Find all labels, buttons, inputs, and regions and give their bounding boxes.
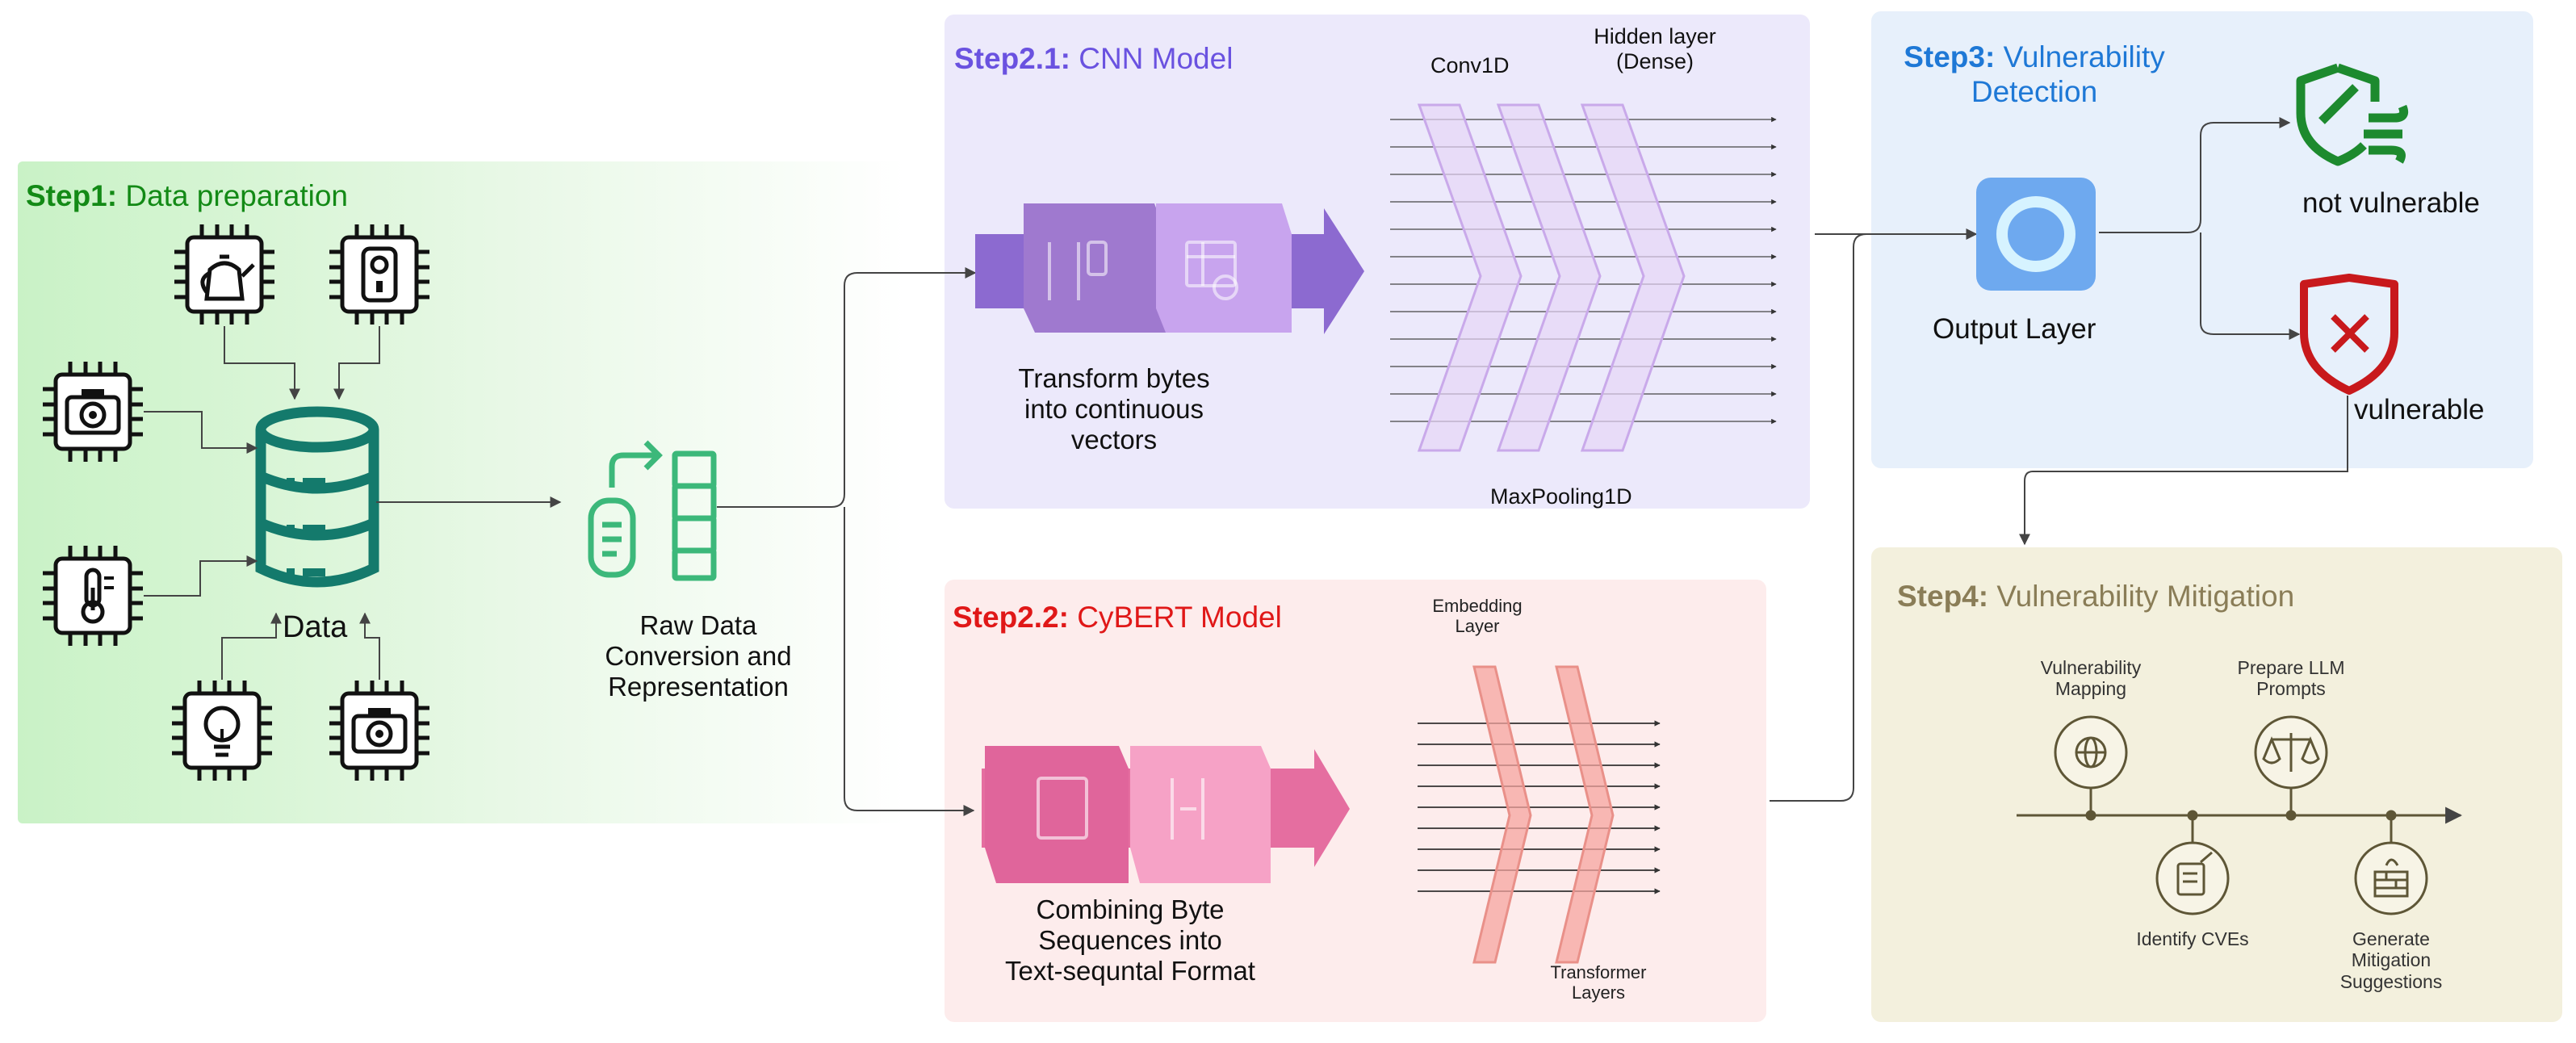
- vulnerable-label: vulnerable: [2354, 394, 2485, 425]
- step3-to-step4-connector: [2019, 396, 2348, 546]
- cybert-to-output-connector: [1770, 228, 1978, 802]
- cnn-desc-line2: into continuous: [1024, 393, 1204, 424]
- output-layer-icon: [1976, 178, 2096, 291]
- lightbulb-device-icon: [172, 681, 272, 781]
- camera-to-db-connector: [144, 411, 258, 454]
- output-to-vuln-connector: [2200, 232, 2301, 340]
- m2-line2: Prompts: [2256, 678, 2326, 700]
- step4-title: Vulnerability Mitigation: [1996, 580, 2295, 613]
- mitigation-cves-label: Identify CVEs: [2136, 928, 2249, 949]
- not-vulnerable-label: not vulnerable: [2302, 187, 2480, 219]
- cnn-embedding-arrow: [975, 203, 1364, 334]
- m4-line1: Generate: [2352, 928, 2430, 949]
- output-to-notvuln-connector: [2099, 117, 2291, 233]
- raw-data-label: Raw Data Conversion and Representation: [565, 610, 831, 702]
- step22-title: CyBERT Model: [1077, 601, 1282, 634]
- document-search-icon: [2155, 841, 2230, 915]
- cnn-desc-line1: Transform bytes: [1018, 363, 1210, 393]
- thermo-to-db-connector: [144, 555, 258, 597]
- step21-title: CNN Model: [1079, 42, 1234, 75]
- firewall-icon: [2354, 841, 2428, 915]
- conv1d-label: Conv1D: [1430, 53, 1510, 77]
- hidden-line1: Hidden layer: [1594, 24, 1716, 48]
- transformer-label: Transformer Layers: [1534, 962, 1663, 1003]
- cybert-layer-diagram: [1418, 665, 1661, 964]
- emb-line2: Layer: [1455, 616, 1500, 637]
- camera-device-icon: [43, 362, 143, 462]
- step4-step-label: Step4:: [1897, 580, 1989, 613]
- mitigation-suggestions-label: Generate Mitigation Suggestions: [2318, 928, 2464, 992]
- step3-heading: Step3: Vulnerability Detection: [1881, 40, 2188, 109]
- mitigation-mapping-label: Vulnerability Mapping: [2018, 657, 2163, 700]
- m1-line1: Vulnerability: [2040, 657, 2142, 678]
- scales-icon: [2254, 715, 2328, 790]
- output-layer-label: Output Layer: [1933, 313, 2096, 345]
- transformer-layer: [1555, 665, 1615, 964]
- trans-line2: Layers: [1571, 982, 1626, 1003]
- conv1d-layer: [1417, 103, 1523, 452]
- m2-line1: Prepare LLM: [2237, 657, 2345, 678]
- raw-to-steps-connector: [717, 267, 977, 508]
- step3-panel: [1871, 11, 2533, 468]
- doorbell-device-icon: [329, 224, 429, 325]
- m1-line2: Mapping: [2055, 678, 2127, 700]
- step1-step-label: Step1:: [26, 179, 118, 212]
- step21-heading: Step2.1: CNN Model: [954, 42, 1233, 77]
- maxpool-label: MaxPooling1D: [1490, 484, 1632, 509]
- database-icon: [255, 406, 379, 588]
- step3-title-line1: Vulnerability: [2003, 40, 2165, 73]
- step22-step-label: Step2.2:: [953, 601, 1069, 634]
- doorbell-to-db-connector: [333, 326, 380, 400]
- cnn-description: Transform bytes into continuous vectors: [969, 363, 1259, 455]
- hidden-layer-label: Hidden layer (Dense): [1574, 24, 1736, 74]
- step4-heading: Step4: Vulnerability Mitigation: [1897, 580, 2294, 614]
- kettle-to-db-connector: [224, 326, 300, 400]
- mitigation-timeline: [2017, 788, 2463, 843]
- step22-heading: Step2.2: CyBERT Model: [953, 601, 1282, 635]
- raw-line3: Representation: [608, 671, 789, 702]
- cnn-layer-diagram: [1390, 103, 1777, 452]
- m4-line3: Suggestions: [2339, 970, 2443, 992]
- thermometer-device-icon: [43, 546, 143, 646]
- raw-line2: Conversion and: [605, 640, 792, 671]
- raw-line1: Raw Data: [639, 610, 757, 640]
- shield-check-icon: [2296, 63, 2409, 166]
- step3-step-label: Step3:: [1904, 40, 1996, 73]
- step21-step-label: Step2.1:: [954, 42, 1070, 75]
- kettle-device-icon: [174, 224, 274, 325]
- shield-x-icon: [2300, 274, 2398, 395]
- dense-layer: [1580, 103, 1686, 452]
- trans-line1: Transformer: [1550, 962, 1647, 982]
- embedding-label: Embedding Layer: [1413, 596, 1542, 637]
- camera2-device-icon: [329, 681, 429, 781]
- emb-line1: Embedding: [1432, 596, 1523, 616]
- step1-title: Data preparation: [125, 179, 348, 212]
- embedding-layer: [1472, 665, 1532, 964]
- hidden-line2: (Dense): [1615, 49, 1694, 74]
- cybert-embedding-arrow: [982, 746, 1350, 883]
- step1-heading: Step1: Data preparation: [26, 179, 348, 214]
- cybert-desc-line3: Text-sequntal Format: [1005, 955, 1255, 986]
- cybert-desc-line2: Sequences into: [1038, 924, 1222, 955]
- bulb-to-db-connector: [221, 612, 282, 680]
- cybert-description: Combining Byte Sequences into Text-sequn…: [977, 894, 1284, 986]
- cybert-desc-line1: Combining Byte: [1036, 894, 1225, 924]
- data-label: Data: [283, 610, 348, 644]
- maxpool-layer: [1496, 103, 1602, 452]
- mitigation-prompts-label: Prepare LLM Prompts: [2218, 657, 2364, 700]
- step1-panel: [18, 161, 906, 823]
- cnn-desc-line3: vectors: [1070, 424, 1158, 454]
- raw-data-conversion-icon: [588, 440, 717, 581]
- camera2-to-db-connector: [359, 612, 380, 680]
- m4-line2: Mitigation: [2351, 949, 2431, 971]
- raw-to-step22-connector: [844, 507, 975, 816]
- globe-icon: [2054, 715, 2128, 790]
- step3-title-line2: Detection: [1971, 74, 2098, 108]
